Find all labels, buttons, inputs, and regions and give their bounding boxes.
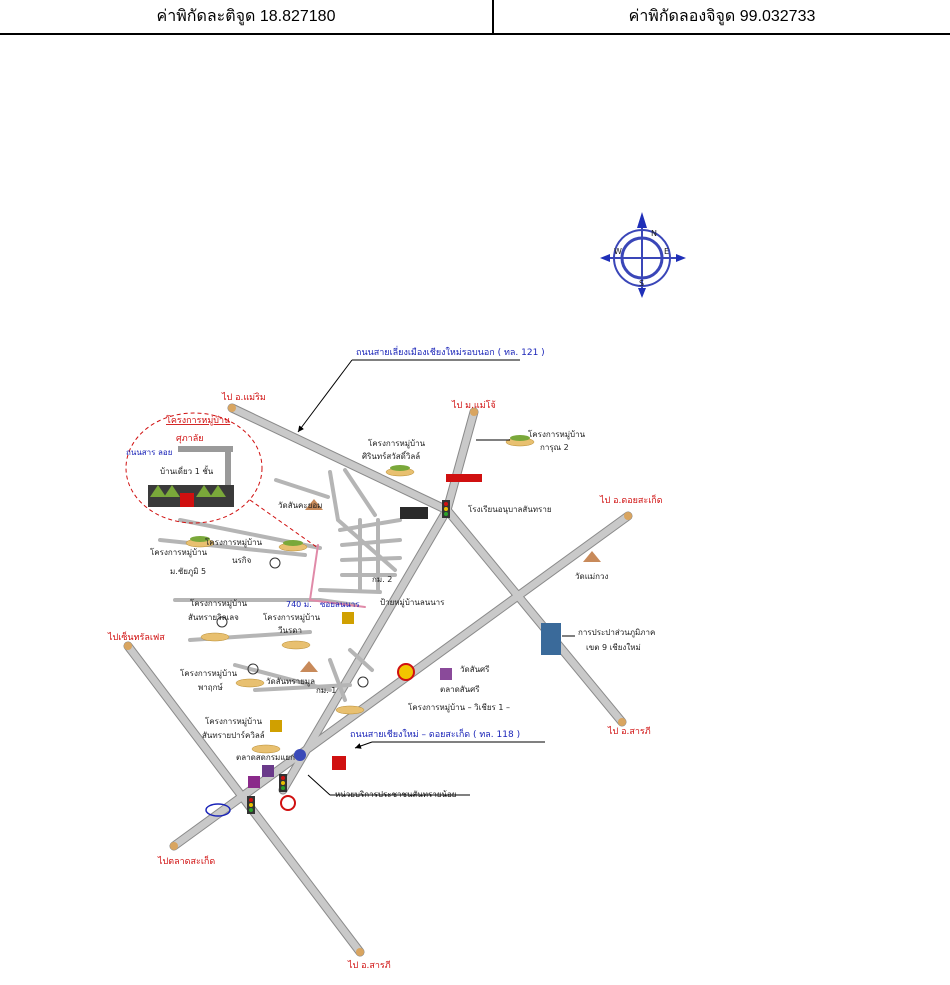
place-water: การประปาส่วนภูมิภาค <box>578 628 655 638</box>
compass-rose-icon: N S E W <box>600 212 686 298</box>
place-wat-san-sri: วัดสันศรี <box>460 665 490 674</box>
place-baan-2-name: นรกิจ <box>232 556 252 565</box>
esso-icon <box>205 803 231 817</box>
place-wat-san-sai: วัดสันทรายมูล <box>266 677 315 687</box>
dest-talat: ไปตลาดสะเก็ด <box>157 854 215 867</box>
project-inset: โครงการหมู่บ้าน ศุภาลัย ถนนสาร ลอย บ้านเ… <box>125 412 319 549</box>
place-baan-5: โครงการหมู่บ้าน <box>180 668 238 679</box>
village-icons <box>185 435 535 754</box>
latitude-cell: ค่าพิกัดละติจูด 18.827180 <box>0 0 494 33</box>
dest-doi-saket: ไป อ.ดอยสะเก็ด <box>599 493 663 506</box>
market-icon-2 <box>262 765 274 777</box>
gas-station-icon <box>332 756 346 770</box>
place-baan-4-name: วีนรดา <box>277 626 301 635</box>
coordinates-bar: ค่าพิกัดละติจูด 18.827180 ค่าพิกัดลองจิจ… <box>0 0 950 35</box>
temple-icons <box>300 499 601 672</box>
building-icon <box>541 623 561 655</box>
place-karun: โครงการหมู่บ้าน <box>528 429 586 440</box>
inset-house-label: บ้านเดี่ยว 1 ชั้น <box>160 465 214 476</box>
ring-road-label: ถนนสายเลี่ยงเมืองเชียงใหม่รอบนอก ( ทล. 1… <box>356 345 545 358</box>
marker-3b <box>357 676 369 688</box>
main-road-label: ถนนสายเชียงใหม่ – ดอยสะเก็ด ( ทล. 118 ) <box>350 727 520 740</box>
place-baan-6: โครงการหมู่บ้าน <box>205 716 263 727</box>
label-740m: 740 ม. <box>286 600 312 609</box>
dest-central: ไปเซ็นทรัลเฟส <box>107 630 165 643</box>
place-sirin: โครงการหมู่บ้าน <box>368 438 426 449</box>
place-baan-7: โครงการหมู่บ้าน – วิเชียร 1 – <box>408 702 510 713</box>
marker-5 <box>247 663 259 675</box>
label-soi: ซอยลนนาร <box>320 600 360 609</box>
compass-e: E <box>664 247 669 256</box>
traffic-light-icons <box>247 500 450 814</box>
latitude-text: ค่าพิกัดละติจูด 18.827180 <box>156 8 336 25</box>
seven-eleven-icon-2 <box>342 612 354 624</box>
shop-icon <box>248 776 260 788</box>
place-baan-3-name: สันทรายวิลเลจ <box>188 613 239 622</box>
place-wat-mae-kuang: วัดแม่กวง <box>575 572 608 581</box>
inset-road-label: ถนนสาร ลอย <box>126 448 172 457</box>
shell-icon <box>397 663 415 681</box>
inset-subtitle: ศุภาลัย <box>176 434 204 444</box>
label-km1: กม. 1 <box>316 686 336 695</box>
ring-road-pointer <box>297 359 353 433</box>
place-baan-1-name: ม.ชัยภูมิ 5 <box>170 567 206 577</box>
place-baan-1b: โครงการหมู่บ้าน <box>150 547 208 558</box>
place-school: โรงเรียนอนุบาลสันทราย <box>468 504 552 514</box>
place-wat-1: วัดสันคะยอม <box>278 501 322 510</box>
place-baan-4: โครงการหมู่บ้าน <box>263 612 321 623</box>
dest-mae-rim: ไป อ.แม่ริม <box>221 392 266 403</box>
hospital-icon <box>280 795 296 811</box>
place-water-2: เขต 9 เชียงใหม่ <box>586 643 641 652</box>
sign-icon <box>400 507 428 519</box>
seven-eleven-icon <box>270 720 282 732</box>
place-market: ตลาดสดกรมแยก <box>236 753 295 762</box>
dest-mae-jo: ไป ม.แม่โจ้ <box>451 400 496 411</box>
market-icon <box>440 668 452 680</box>
place-baan-6-name: สันทรายปาร์ควิลล์ <box>202 730 265 740</box>
place-market-san-sri: ตลาดสันศรี <box>440 685 480 694</box>
place-baan-5-name: พาฤกษ์ <box>198 682 223 692</box>
marker-2 <box>216 616 228 628</box>
place-baan-3: โครงการหมู่บ้าน <box>190 598 248 609</box>
road-network <box>123 403 633 957</box>
inset-title: โครงการหมู่บ้าน <box>166 415 230 426</box>
dest-saraphi-right: ไป อ.สารภี <box>607 726 651 737</box>
compass-w: W <box>614 247 622 256</box>
marker-3a <box>269 557 281 569</box>
bridge-icon <box>446 474 482 482</box>
label-km2: กม. 2 <box>372 575 392 584</box>
place-baan-1: โครงการหมู่บ้าน <box>205 537 263 548</box>
police-icon <box>294 749 306 761</box>
compass-n: N <box>651 229 657 238</box>
place-bus-stop: ป้ายหมู่บ้านลนนาร <box>380 598 445 608</box>
dest-saraphi-bottom: ไป อ.สารภี <box>347 960 391 971</box>
place-sirin-name: ศิรินทร์สวัสดิ์วิลล์ <box>362 450 420 461</box>
longitude-text: ค่าพิกัดลองจิจูด 99.032733 <box>628 8 816 25</box>
longitude-cell: ค่าพิกัดลองจิจูด 99.032733 <box>494 0 950 33</box>
compass-s: S <box>639 279 644 288</box>
place-karun-name: การุณ 2 <box>540 443 569 452</box>
